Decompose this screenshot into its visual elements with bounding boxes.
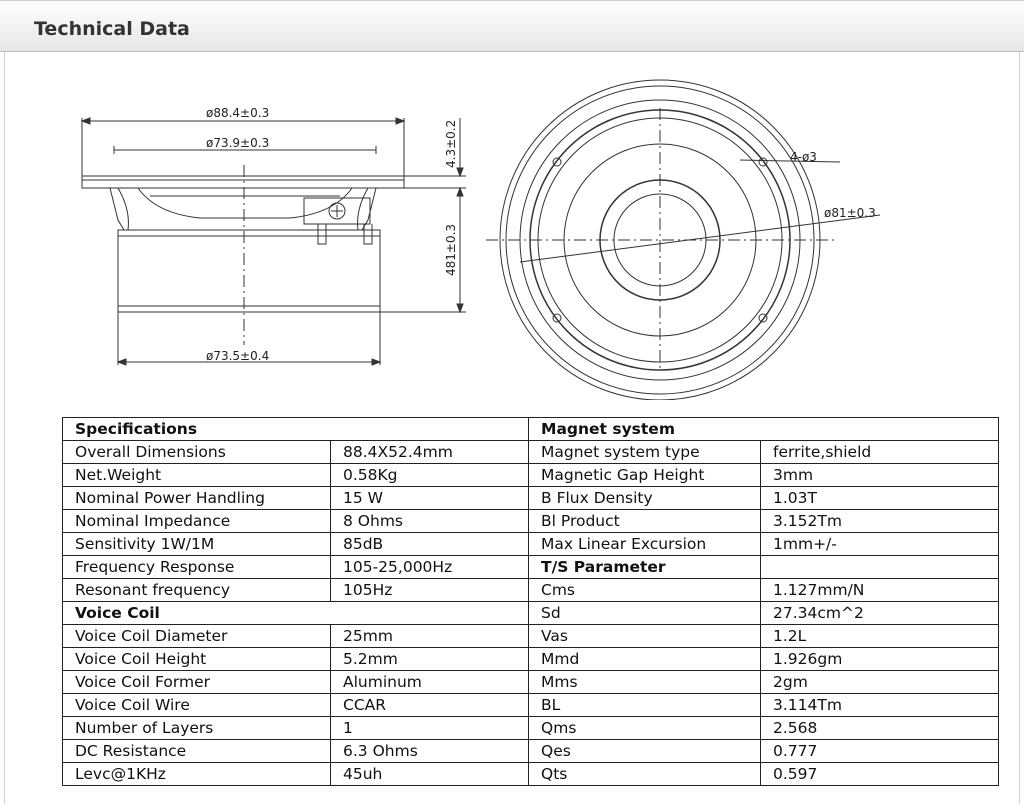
speaker-side-view-drawing: ø88.4±0.3 ø73.9±0.3 ø73.5±0.4 4.3±0.2 48…	[80, 106, 466, 366]
right-empty-cell	[760, 555, 1000, 579]
left-spec-value: CCAR	[329, 693, 530, 717]
right-section-header: T/S Parameter	[528, 555, 762, 579]
right-spec-value: 1.926gm	[760, 647, 1000, 671]
right-spec-label: B Flux Density	[528, 486, 762, 510]
right-spec-value: 1mm+/-	[760, 532, 1000, 556]
left-spec-label: Frequency Response	[62, 555, 331, 579]
right-spec-label: Qms	[528, 716, 762, 740]
right-spec-label: Cms	[528, 578, 762, 602]
right-spec-label: Vas	[528, 624, 762, 648]
right-spec-label: Sd	[528, 601, 762, 625]
left-section-header: Specifications	[61, 417, 530, 441]
right-spec-value: 2.568	[760, 716, 1000, 740]
section-header: Technical Data	[0, 0, 1024, 52]
right-spec-label: Mms	[528, 670, 762, 694]
right-spec-value: ferrite,shield	[760, 440, 1000, 464]
right-spec-value: 3mm	[760, 463, 1000, 487]
left-spec-label: Voice Coil Height	[62, 647, 331, 671]
left-spec-label: Nominal Impedance	[62, 509, 331, 533]
right-section-header: Magnet system	[528, 417, 1000, 441]
left-spec-label: Overall Dimensions	[62, 440, 331, 464]
dim-pitch-circle: ø81±0.3	[824, 206, 876, 220]
right-spec-label: Mmd	[528, 647, 762, 671]
right-spec-value: 2gm	[760, 670, 1000, 694]
right-spec-label: Bl Product	[528, 509, 762, 533]
left-spec-label: Levc@1KHz	[62, 762, 331, 786]
left-section-header: Voice Coil	[61, 601, 530, 625]
left-spec-label: Voice Coil Former	[62, 670, 331, 694]
left-spec-value: 1	[329, 716, 530, 740]
left-spec-label: Sensitivity 1W/1M	[62, 532, 331, 556]
left-spec-label: DC Resistance	[62, 739, 331, 763]
left-spec-label: Voice Coil Diameter	[62, 624, 331, 648]
right-spec-label: BL	[528, 693, 762, 717]
right-spec-value: 3.152Tm	[760, 509, 1000, 533]
left-spec-label: Net.Weight	[62, 463, 331, 487]
right-spec-value: 1.2L	[760, 624, 1000, 648]
right-spec-label: Qts	[528, 762, 762, 786]
dim-flange-height: 4.3±0.2	[444, 120, 458, 168]
left-spec-value: 45uh	[329, 762, 530, 786]
left-spec-value: 8 Ohms	[329, 509, 530, 533]
left-spec-label: Nominal Power Handling	[62, 486, 331, 510]
dim-depth: 481±0.3	[444, 224, 458, 276]
content-panel	[4, 52, 1020, 804]
left-spec-value: 0.58Kg	[329, 463, 530, 487]
left-spec-value: 85dB	[329, 532, 530, 556]
left-spec-value: 88.4X52.4mm	[329, 440, 530, 464]
left-spec-value: 105-25,000Hz	[329, 555, 530, 579]
left-spec-label: Voice Coil Wire	[62, 693, 331, 717]
right-spec-value: 3.114Tm	[760, 693, 1000, 717]
section-title: Technical Data	[34, 18, 190, 40]
right-spec-value: 0.597	[760, 762, 1000, 786]
right-spec-value: 1.127mm/N	[760, 578, 1000, 602]
dim-outer-diameter: ø88.4±0.3	[206, 106, 269, 120]
right-spec-label: Magnet system type	[528, 440, 762, 464]
left-spec-value: 15 W	[329, 486, 530, 510]
left-spec-value: 5.2mm	[329, 647, 530, 671]
right-spec-label: Magnetic Gap Height	[528, 463, 762, 487]
right-spec-value: 0.777	[760, 739, 1000, 763]
speaker-front-view-drawing: 4-ø3 ø81±0.3	[486, 79, 881, 400]
right-spec-value: 1.03T	[760, 486, 1000, 510]
dim-inner-diameter: ø73.9±0.3	[206, 136, 269, 150]
left-spec-value: Aluminum	[329, 670, 530, 694]
dim-mounting-holes: 4-ø3	[790, 150, 817, 164]
dim-bottom-diameter: ø73.5±0.4	[206, 349, 269, 363]
left-spec-label: Resonant frequency	[62, 578, 331, 602]
right-spec-label: Qes	[528, 739, 762, 763]
right-spec-value: 27.34cm^2	[760, 601, 1000, 625]
left-spec-label: Number of Layers	[62, 716, 331, 740]
left-spec-value: 25mm	[329, 624, 530, 648]
right-spec-label: Max Linear Excursion	[528, 532, 762, 556]
left-spec-value: 6.3 Ohms	[329, 739, 530, 763]
left-spec-value: 105Hz	[329, 578, 530, 602]
